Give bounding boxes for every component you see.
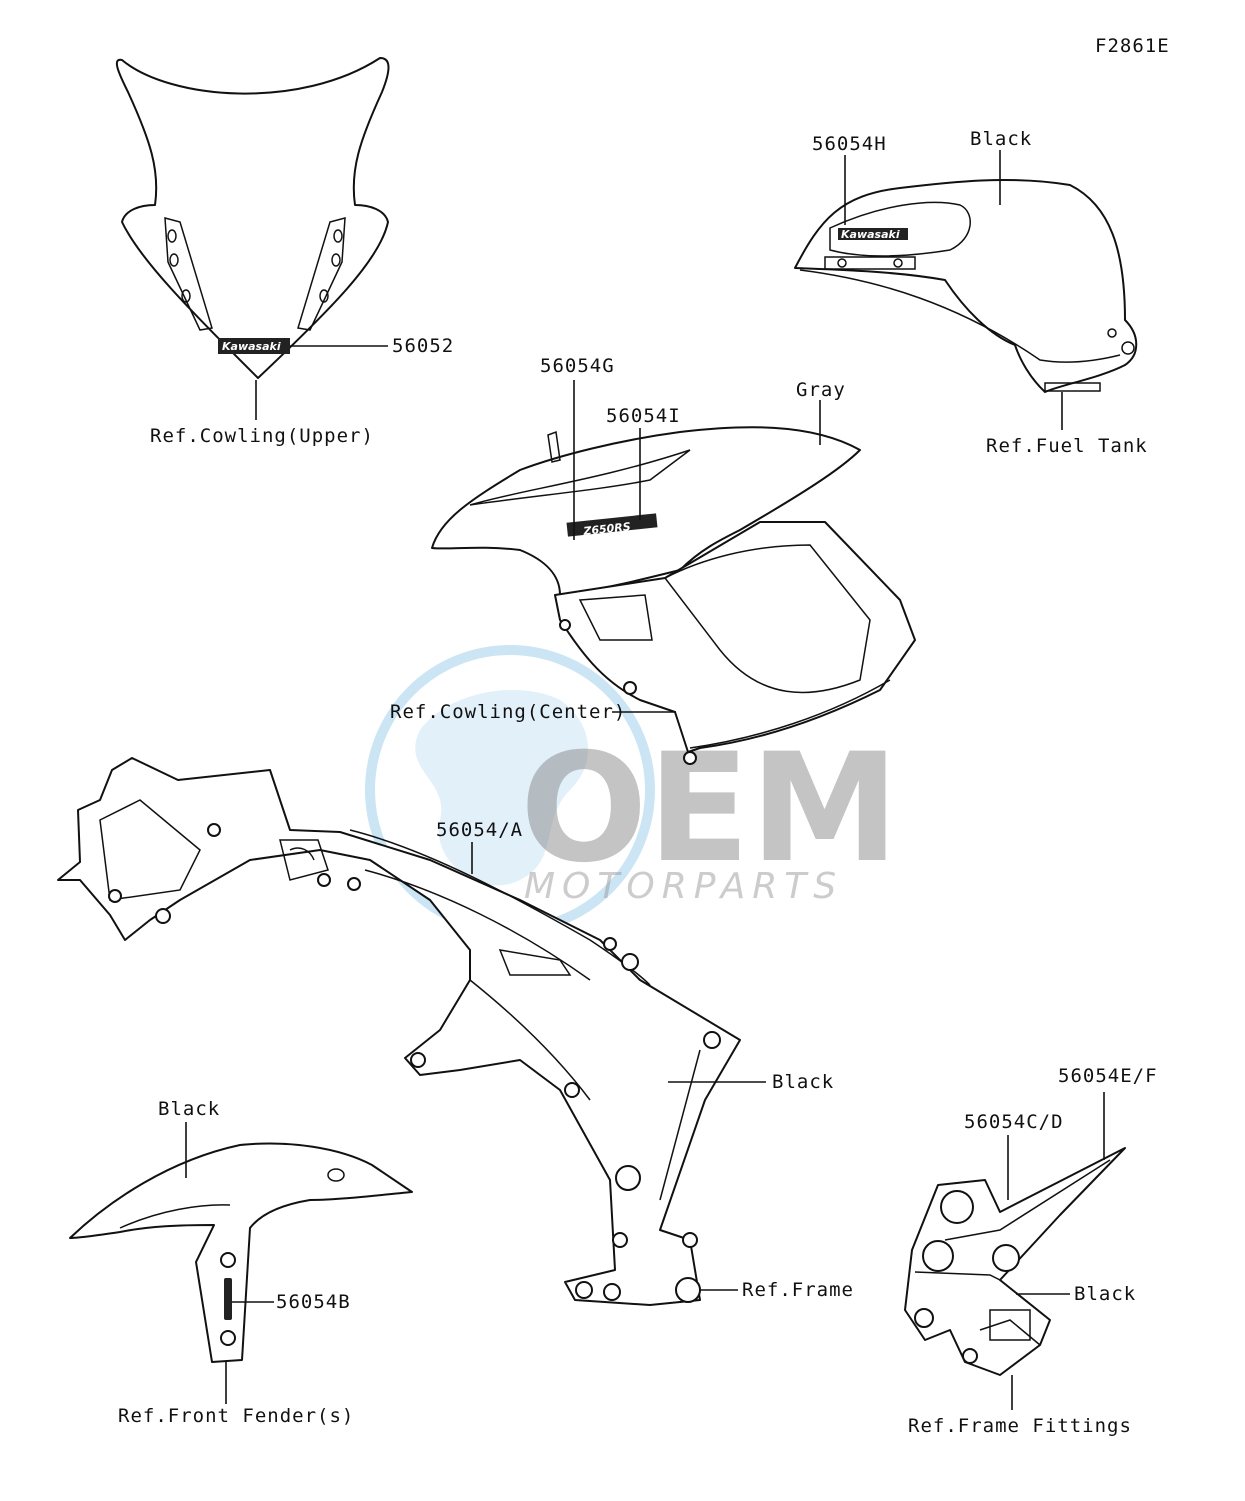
frame-part (57, 757, 741, 1306)
label-front-fender: Ref.Front Fender(s) (118, 1405, 354, 1427)
label-frame-fittings: Ref.Frame Fittings (908, 1415, 1132, 1437)
frame-fittings-part (904, 1147, 1126, 1376)
decal-56054i-text: Z650RS (582, 520, 632, 538)
label-56054ef: 56054E/F (1058, 1065, 1158, 1087)
label-cowling-upper: Ref.Cowling(Upper) (150, 425, 374, 447)
label-black-frame: Black (772, 1071, 834, 1093)
decal-56052-text: Kawasaki (222, 340, 281, 353)
diagram-code: F2861E (1095, 35, 1170, 57)
label-56054h: 56054H (812, 133, 887, 155)
label-fuel-tank: Ref.Fuel Tank (986, 435, 1148, 457)
watermark-main: OEM (520, 722, 899, 896)
decal-56054h (838, 228, 908, 240)
fuel-tank-part: Kawasaki (794, 178, 1138, 393)
watermark: OEM MOTORPARTS (365, 645, 899, 935)
decal-56052 (218, 338, 290, 354)
front-fender-part (69, 1142, 413, 1363)
label-56054b: 56054B (276, 1291, 351, 1313)
label-cowling-center: Ref.Cowling(Center) (390, 701, 626, 723)
label-56052: 56052 (392, 335, 454, 357)
watermark-globe-land (415, 690, 589, 886)
decal-56054b (224, 1278, 232, 1320)
windscreen-part: Kawasaki (115, 57, 390, 379)
label-frame: Ref.Frame (742, 1279, 854, 1301)
label-gray: Gray (796, 379, 846, 401)
label-56054g: 56054G (540, 355, 615, 377)
label-black-fender: Black (158, 1098, 220, 1120)
decal-56054h-text: Kawasaki (841, 228, 900, 241)
decal-56054i (566, 513, 658, 537)
label-56054a: 56054/A (436, 819, 523, 841)
watermark-sub: MOTORPARTS (524, 866, 843, 907)
label-black-fittings: Black (1074, 1283, 1136, 1305)
label-black-tank: Black (970, 128, 1032, 150)
label-56054cd: 56054C/D (964, 1111, 1064, 1133)
label-56054i: 56054I (606, 405, 681, 427)
cowling-center-part: Z650RS (431, 426, 916, 765)
